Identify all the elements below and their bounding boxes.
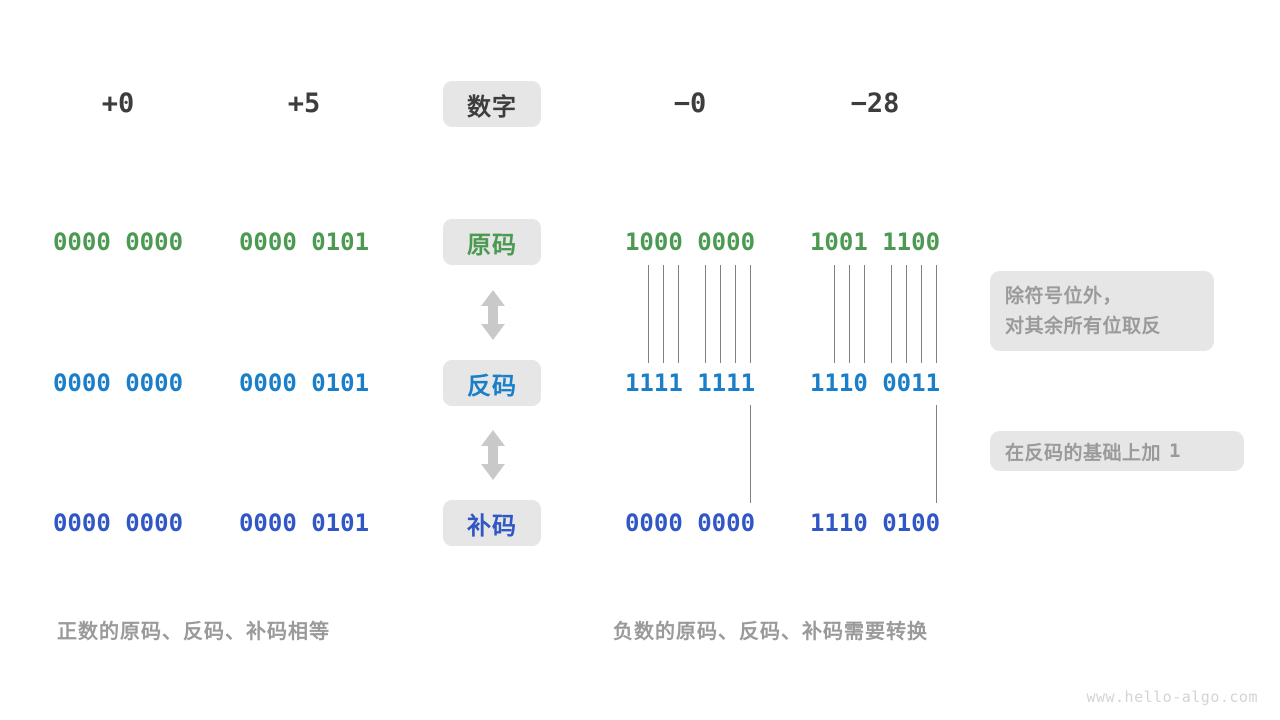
note-invert-line-1: 除符号位外， bbox=[1005, 285, 1123, 307]
bits-twos-complement-plus-five: 0000 0101 bbox=[238, 509, 370, 537]
bits-sign-magnitude-minus-twentyeight: 1001 1100 bbox=[809, 228, 941, 256]
bits-twos-complement-plus-zero: 0000 0000 bbox=[52, 509, 184, 537]
note-add-one: 在反码的基础上加 1 bbox=[990, 431, 1244, 471]
bits-ones-complement-plus-five: 0000 0101 bbox=[238, 369, 370, 397]
watermark-url: www.hello-algo.com bbox=[1086, 688, 1258, 706]
bits-ones-complement-plus-zero: 0000 0000 bbox=[52, 369, 184, 397]
bits-ones-complement-minus-twentyeight: 1110 0011 bbox=[809, 369, 941, 397]
column-header-minus-zero: −0 bbox=[673, 88, 707, 119]
note-add-one-value: 1 bbox=[1169, 440, 1181, 462]
double-arrow-icon bbox=[478, 429, 508, 481]
bits-twos-complement-minus-zero: 0000 0000 bbox=[624, 509, 756, 537]
note-invert-bits: 除符号位外， 对其余所有位取反 bbox=[990, 271, 1214, 351]
bits-sign-magnitude-plus-zero: 0000 0000 bbox=[52, 228, 184, 256]
bits-twos-complement-minus-twentyeight: 1110 0100 bbox=[809, 509, 941, 537]
bits-ones-complement-minus-zero: 1111 1111 bbox=[624, 369, 756, 397]
row-label-ones-complement: 反码 bbox=[443, 360, 541, 406]
row-label-sign-magnitude: 原码 bbox=[443, 219, 541, 265]
column-header-plus-five: +5 bbox=[287, 88, 321, 119]
bits-sign-magnitude-minus-zero: 1000 0000 bbox=[624, 228, 756, 256]
caption-negative-numbers: 负数的原码、反码、补码需要转换 bbox=[613, 619, 928, 643]
note-add-one-text: 在反码的基础上加 bbox=[1005, 441, 1162, 464]
row-label-number: 数字 bbox=[443, 81, 541, 127]
note-invert-line-2: 对其余所有位取反 bbox=[1005, 315, 1162, 337]
row-label-twos-complement: 补码 bbox=[443, 500, 541, 546]
caption-positive-numbers: 正数的原码、反码、补码相等 bbox=[57, 619, 330, 643]
bits-sign-magnitude-plus-five: 0000 0101 bbox=[238, 228, 370, 256]
column-header-plus-zero: +0 bbox=[101, 88, 135, 119]
column-header-minus-twentyeight: −28 bbox=[850, 88, 900, 119]
double-arrow-icon bbox=[478, 289, 508, 341]
